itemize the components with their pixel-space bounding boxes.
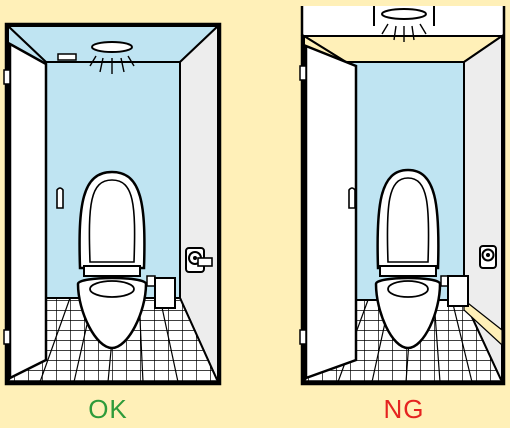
toilet-paper-holder-icon xyxy=(480,246,496,268)
ng-panel xyxy=(300,6,504,384)
trash-bin-icon xyxy=(155,278,175,308)
door-icon xyxy=(300,46,356,378)
trash-bin-icon xyxy=(448,276,468,306)
ng-caption: NG xyxy=(344,394,464,425)
ok-caption: OK xyxy=(48,394,168,425)
ok-panel xyxy=(4,24,220,384)
vent-icon xyxy=(58,54,76,60)
